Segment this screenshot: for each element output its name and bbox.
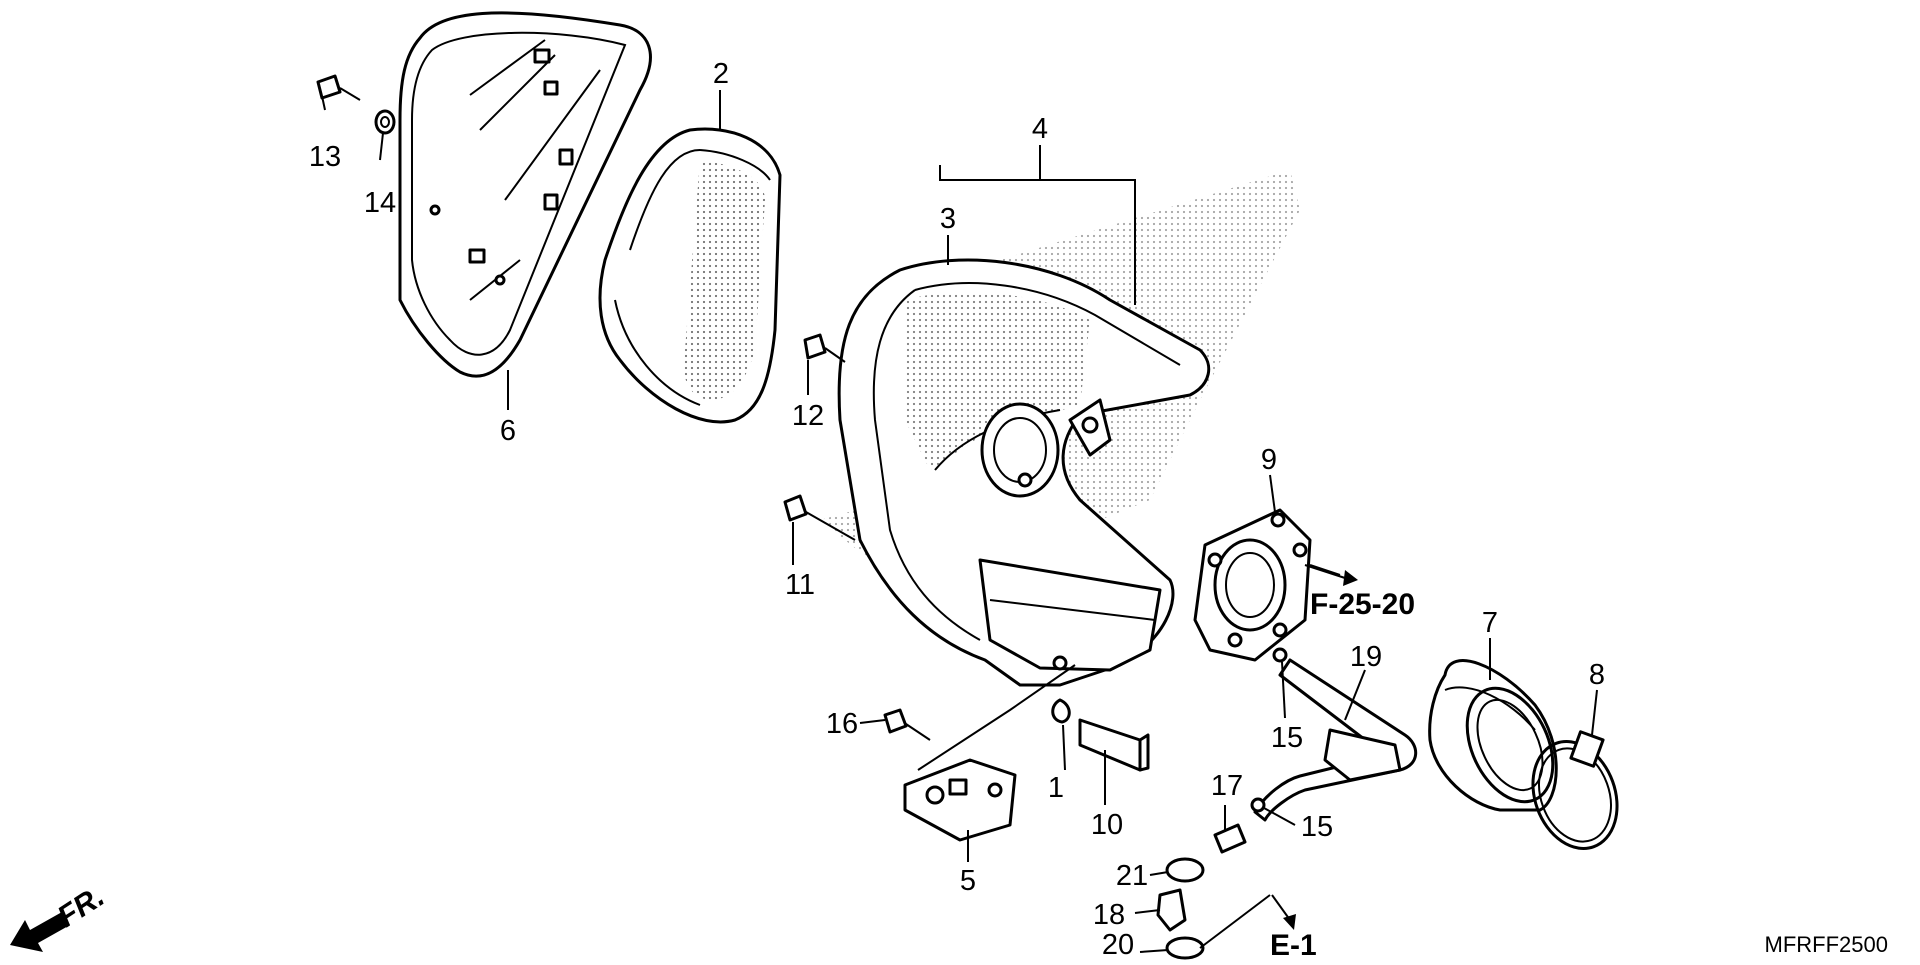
clamp-band [1531, 730, 1619, 850]
callout-2: 2 [713, 58, 729, 90]
callout-11: 11 [785, 569, 815, 601]
callout-14: 14 [364, 187, 396, 219]
bracket [903, 758, 1017, 842]
callout-17: 17 [1211, 770, 1243, 802]
callout-1: 1 [1048, 772, 1064, 804]
drain-tube [1253, 658, 1418, 822]
connecting-tube [1428, 659, 1558, 812]
callout-4: 4 [1032, 113, 1048, 145]
reference-f-25-20: F-25-20 [1310, 588, 1415, 621]
reference-e-1: E-1 [1270, 929, 1317, 960]
air-filter-element [598, 127, 782, 424]
callout-13: 13 [309, 141, 341, 173]
callout-15-lower: 15 [1301, 811, 1333, 843]
callout-20: 20 [1102, 929, 1134, 960]
drain-plug [1078, 718, 1150, 772]
callout-9: 9 [1261, 444, 1277, 476]
air-cleaner-cover [398, 11, 652, 378]
air-cleaner-case [820, 170, 1300, 687]
callout-12: 12 [792, 400, 824, 432]
callout-19: 19 [1350, 641, 1382, 673]
callout-8: 8 [1589, 659, 1605, 691]
fasteners [316, 74, 1288, 960]
callout-21: 21 [1116, 860, 1148, 892]
callout-6: 6 [500, 415, 516, 447]
drawing-code: MFRFF2500 [1765, 932, 1888, 957]
callout-7: 7 [1482, 607, 1498, 639]
joint-plate [1193, 508, 1312, 662]
callout-3: 3 [940, 203, 956, 235]
front-arrow-icon [10, 912, 70, 952]
callout-18: 18 [1093, 899, 1125, 931]
callout-16: 16 [826, 708, 858, 740]
callout-15-upper: 15 [1271, 722, 1303, 754]
callout-5: 5 [960, 865, 976, 897]
callout-10: 10 [1091, 809, 1123, 841]
callout-labels: 1 2 3 4 5 6 7 8 9 10 11 12 13 14 15 15 1… [52, 58, 1888, 962]
leader-lines [321, 90, 1598, 953]
